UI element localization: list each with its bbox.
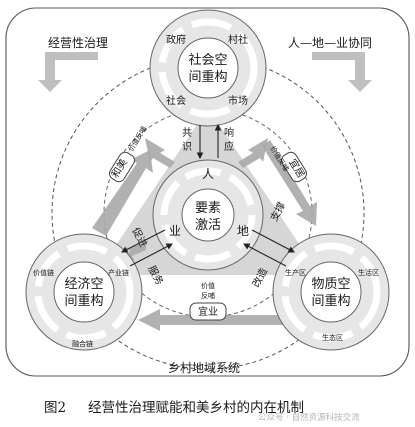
left-circle-title-line1: 经济空 bbox=[64, 277, 103, 292]
top-circle-title-line2: 间重构 bbox=[188, 69, 227, 85]
outer-frame bbox=[5, 7, 410, 377]
node-living-zone: 生活区 bbox=[358, 268, 379, 277]
badge-hemei bbox=[109, 151, 135, 183]
top-circle-title-line1: 社会空 bbox=[188, 52, 227, 68]
link-response-char1: 响 bbox=[224, 126, 234, 139]
label-people-land-industry: 人—地—业协同 bbox=[288, 35, 372, 50]
caption-number: 图2 bbox=[44, 400, 66, 416]
right-circle bbox=[272, 233, 390, 351]
badge-yiye bbox=[189, 302, 227, 321]
outer-dashed-circle bbox=[51, 56, 365, 370]
badge-yiye-text: 宜业 bbox=[198, 305, 218, 318]
link-response: 响 应 bbox=[224, 126, 234, 153]
center-circle-title-line2: 激活 bbox=[195, 218, 221, 233]
label-operational-governance: 经营性治理 bbox=[48, 36, 108, 50]
black-arrows bbox=[121, 123, 295, 267]
node-market: 市场 bbox=[228, 94, 248, 107]
node-people: 人 bbox=[202, 167, 214, 181]
node-industry: 业 bbox=[169, 224, 181, 238]
link-consensus: 共 识 bbox=[182, 127, 192, 153]
left-circle-title-line2: 间重构 bbox=[64, 293, 103, 309]
label-rural-territorial-system: 乡村地域系统 bbox=[168, 361, 240, 375]
top-circle bbox=[149, 9, 267, 127]
node-society: 社会 bbox=[166, 94, 186, 107]
center-circle bbox=[152, 159, 264, 271]
center-circle-title-line1: 要素 bbox=[195, 201, 221, 216]
left-circle bbox=[25, 233, 143, 351]
node-integration-chain: 融合链 bbox=[72, 339, 93, 348]
node-ecology-zone: 生态区 bbox=[322, 333, 343, 342]
node-production-zone: 生产区 bbox=[285, 268, 306, 277]
feedback-left: 价值反哺 bbox=[126, 125, 148, 154]
node-value-chain: 价值链 bbox=[33, 268, 54, 277]
feedback-bottom-line1: 价值 bbox=[201, 281, 215, 290]
link-consensus-char2: 识 bbox=[182, 141, 192, 153]
node-land: 地 bbox=[237, 224, 249, 238]
right-circle-title-line2: 间重构 bbox=[311, 293, 350, 309]
link-response-char2: 应 bbox=[224, 140, 234, 153]
watermark: 公众号 · 自然资源科技交流 bbox=[258, 412, 360, 423]
right-circle-title-line1: 物质空 bbox=[311, 277, 350, 292]
node-government: 政府 bbox=[166, 33, 186, 46]
badge-yiju bbox=[281, 151, 307, 183]
feedback-bottom-line2: 反哺 bbox=[201, 291, 215, 300]
caption-text: 经营性治理赋能和美乡村的内在机制 bbox=[88, 400, 304, 416]
node-village: 村社 bbox=[228, 33, 248, 46]
link-consensus-char1: 共 bbox=[182, 127, 192, 139]
node-industry-chain: 产业链 bbox=[108, 268, 129, 277]
